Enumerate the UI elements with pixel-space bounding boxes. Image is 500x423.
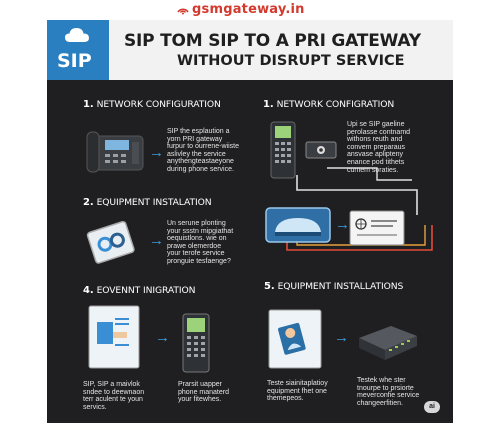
page-title-line1: SIP TOM SIP TO A PRI GATEWAY: [124, 31, 421, 51]
text-line: enance pod tithets: [347, 158, 405, 166]
text-line: SIP the esplaution a: [167, 128, 230, 135]
text-line: cumem soraties.: [347, 166, 399, 174]
text-line: meverconfie service: [357, 392, 420, 400]
text-line: yorn PRI gateway: [167, 135, 223, 143]
text-line: Testek whe ster: [357, 377, 406, 384]
text-line: SIP, SIP a maivlok: [83, 381, 140, 388]
text-line: pronguie tesfaenge?: [167, 257, 231, 265]
sip-badge: SIP: [47, 20, 109, 80]
section-5-text-right: Testek whe ster tnourpe to prsiorte meve…: [357, 377, 437, 407]
text-line: your fitewhes.: [178, 396, 222, 404]
section-2-title: 2.EQUIPMENT INSTALATION: [83, 197, 212, 208]
section-4-title-text: EOVENNT INIGRATION: [96, 285, 196, 296]
text-line: furpur to ourrene-wiiste: [167, 143, 239, 151]
section-1-number: 1.: [83, 99, 94, 110]
section-1-title: 1.NETWORK CONFIGURATION: [83, 99, 221, 110]
text-line: servics.: [83, 403, 107, 411]
ai-badge: ai: [424, 401, 440, 413]
text-line: withons reuth and: [347, 136, 403, 144]
document-hand-icon: [88, 305, 140, 369]
section-1b-text: Upi se SIP gaeline perolasse contnamd wi…: [347, 121, 447, 174]
section-4-text-left: SIP, SIP a maivlok sndee to deewnaon ter…: [83, 381, 173, 411]
section-1b-number: 1.: [263, 99, 274, 110]
text-line: sndee to deewnaon: [83, 388, 145, 396]
text-line: Upi se SIP gaeline: [347, 121, 405, 128]
sip-badge-text: SIP: [57, 50, 92, 72]
section-4-text-right: Prarsit uapper phone manaterd your fitew…: [178, 381, 258, 404]
text-line: Prarsit uapper: [178, 381, 222, 388]
section-4-number: 4.: [83, 285, 94, 296]
router-device-icon: [265, 207, 331, 243]
section-2-number: 2.: [83, 197, 94, 208]
logo-text: gsmgateway.in: [192, 1, 305, 17]
technician-tablet-icon: [268, 309, 322, 369]
text-line: anythengteastaeyone: [167, 158, 234, 166]
text-line: ansvase aplipteny: [347, 151, 404, 159]
section-1b-title-text: NETWORK CONFIGRATION: [276, 99, 395, 110]
cloud-icon: [65, 28, 89, 42]
text-line: convem preparaus: [347, 143, 405, 151]
section-5-title-text: EQUIPMENT INSTALLATIONS: [277, 281, 404, 292]
arrow-right-icon: →: [149, 232, 164, 249]
section-5-number: 5.: [264, 281, 275, 292]
section-2-text: Un serune plonting your ssstn mipgiathat…: [167, 220, 257, 266]
text-line: oequistlons. wie on: [167, 235, 227, 243]
arrow-right-icon: →: [149, 144, 164, 161]
arrow-right-icon: →: [335, 216, 350, 233]
text-line: prawe olemerdoe: [167, 242, 222, 250]
wifi-signal-icon: [176, 2, 190, 16]
arrow-right-icon: →: [334, 329, 349, 346]
text-line: themepeos.: [267, 395, 304, 403]
infographic-panel: 1.NETWORK CONFIGURATION → SIP the esplau…: [47, 80, 453, 423]
header-banner: SIP SIP TOM SIP TO A PRI GATEWAY WITHOUT…: [47, 20, 453, 80]
section-1-text: SIP the esplaution a yorn PRI gateway fu…: [167, 128, 265, 174]
text-line: changeerfitien.: [357, 399, 403, 407]
text-line: Teste siainitaplatioy: [267, 380, 328, 387]
text-line: terr aculent te youn: [83, 396, 143, 404]
handset-phone-icon: [182, 313, 210, 373]
page-title-line2: WITHOUT DISRUPT SERVICE: [177, 53, 405, 69]
section-5-text-left: Teste siainitaplatioy equipment fhet one…: [267, 380, 357, 403]
gsmgateway-logo: gsmgateway.in: [176, 0, 305, 18]
section-5-title: 5.EQUIPMENT INSTALLATIONS: [264, 281, 403, 292]
text-line: equipment fhet one: [267, 387, 327, 395]
section-2-title-text: EQUIPMENT INSTALATION: [96, 197, 212, 208]
text-line: aslivley the service: [167, 150, 226, 158]
section-4-title: 4.EOVENNT INIGRATION: [83, 285, 196, 296]
text-line: tnourpe to prsiorte: [357, 384, 414, 392]
network-display-icon: [349, 210, 405, 246]
gateway-device-icon: [305, 141, 337, 159]
text-line: your ssstn mipgiathat: [167, 227, 234, 235]
network-switch-icon: [359, 326, 417, 360]
arrow-right-icon: →: [155, 329, 170, 346]
text-line: your terofe service: [167, 250, 225, 258]
text-line: during phone service.: [167, 165, 234, 173]
section-1-title-text: NETWORK CONFIGURATION: [96, 99, 221, 110]
text-line: perolasse contnamd: [347, 128, 411, 136]
text-line: phone manaterd: [178, 388, 229, 396]
desk-phone-icon: [86, 131, 144, 173]
ip-phone-icon: [270, 121, 296, 179]
text-line: Un serune plonting: [167, 220, 226, 227]
tablet-chart-icon: [86, 220, 135, 264]
section-1b-title: 1.NETWORK CONFIGRATION: [263, 99, 394, 110]
